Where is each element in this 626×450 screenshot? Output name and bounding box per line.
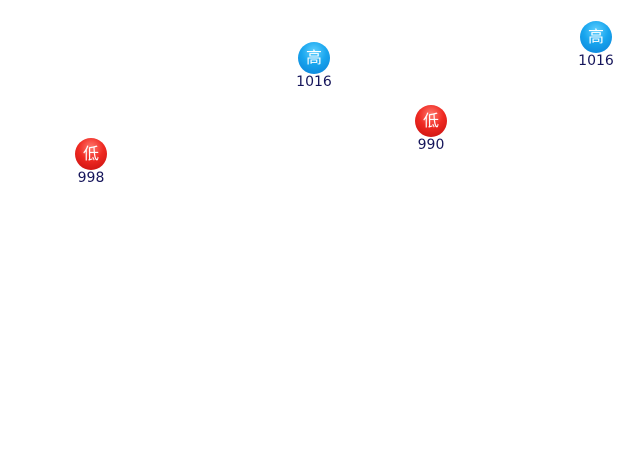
- high-pressure-marker[interactable]: 高 1016: [566, 21, 626, 68]
- pressure-value: 1016: [578, 53, 614, 69]
- marker-symbol: 高: [587, 27, 604, 46]
- pressure-value: 990: [417, 137, 445, 153]
- high-pressure-icon: 高: [298, 42, 330, 74]
- pressure-value: 1016: [296, 74, 332, 90]
- low-pressure-icon: 低: [415, 105, 447, 137]
- pressure-map: 低 998 高 1016 低 990 高 1016: [61, 21, 614, 185]
- pressure-value: 998: [77, 170, 105, 186]
- marker-symbol: 低: [82, 144, 99, 163]
- marker-symbol: 高: [305, 48, 322, 67]
- high-pressure-icon: 高: [580, 21, 612, 53]
- high-pressure-marker[interactable]: 高 1016: [284, 42, 344, 89]
- low-pressure-marker[interactable]: 低 990: [401, 105, 461, 152]
- marker-symbol: 低: [422, 111, 439, 130]
- low-pressure-icon: 低: [75, 138, 107, 170]
- low-pressure-marker[interactable]: 低 998: [61, 138, 121, 185]
